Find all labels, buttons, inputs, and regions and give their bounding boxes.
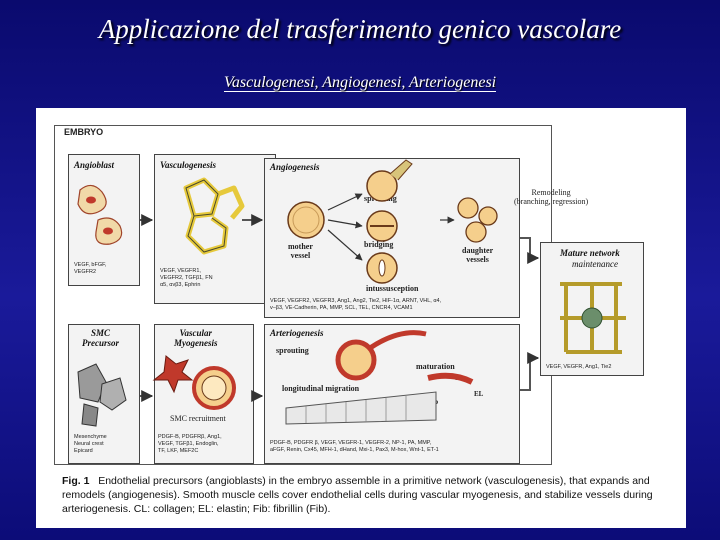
daughter-vessels-icon xyxy=(458,198,497,242)
figure-panel: EMBRYO Angioblast VEGF, bFGF, VEGFR2 Vas… xyxy=(36,108,686,528)
caption-text: Endothelial precursors (angioblasts) in … xyxy=(62,475,653,515)
angioblast-cells-icon xyxy=(78,185,122,244)
figure-caption: Fig. 1 Endothelial precursors (angioblas… xyxy=(62,474,674,516)
mother-vessel-icon xyxy=(288,202,324,238)
caption-fig-label: Fig. 1 xyxy=(62,475,89,487)
slide-subtitle: Vasculogenesi, Angiogenesi, Arteriogenes… xyxy=(0,74,720,92)
smc-precursor-cells-icon xyxy=(78,364,126,426)
mature-node-icon xyxy=(582,308,602,328)
slide-title: Applicazione del trasferimento genico va… xyxy=(0,14,720,45)
sprouting-vessel-icon xyxy=(367,160,412,201)
smc-recruitment-icon xyxy=(154,356,234,408)
figure-drawings xyxy=(36,108,686,468)
slide-subtitle-text: Vasculogenesi, Angiogenesi, Arteriogenes… xyxy=(224,74,496,92)
bridging-vessel-icon xyxy=(367,211,397,241)
arteriogenesis-vessel-icon xyxy=(286,333,472,424)
intussusception-vessel-icon xyxy=(367,253,397,283)
